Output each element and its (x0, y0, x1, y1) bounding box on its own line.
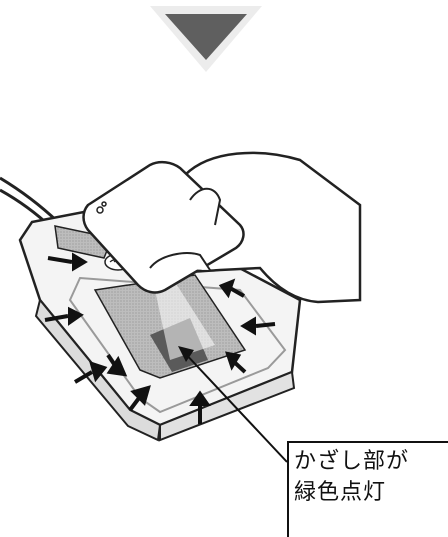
callout-line-2: 緑色点灯 (294, 480, 387, 505)
down-arrow-icon (150, 6, 262, 72)
callout-box: かざし部が 緑色点灯 (287, 441, 448, 537)
reader-cable (0, 176, 60, 224)
callout-line-1: かざし部が (294, 449, 410, 474)
callout-leader (181, 349, 288, 463)
hand-with-phone (82, 151, 362, 304)
light-rays (44, 252, 276, 424)
